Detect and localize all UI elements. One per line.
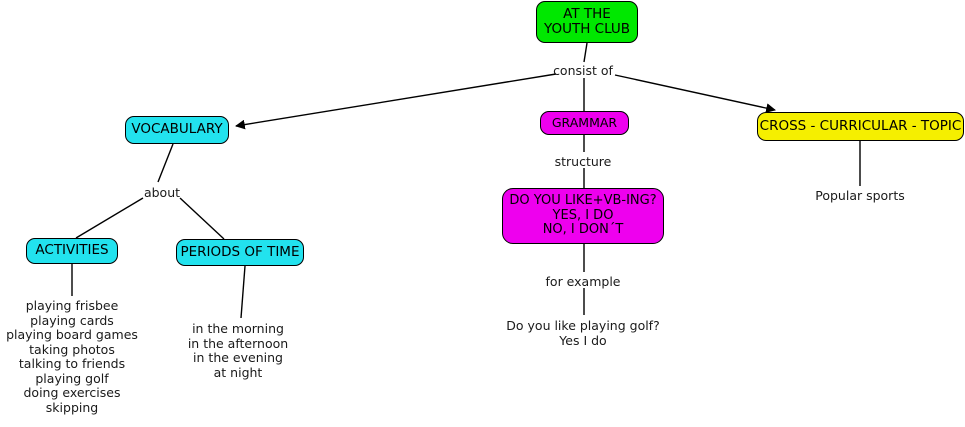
node-vocabulary[interactable]: VOCABULARY [125,116,229,144]
edge-root-to-consist [583,42,588,63]
node-root-line1: AT THE [563,5,611,22]
node-grammar-label: GRAMMAR [551,115,618,130]
node-root-line2: YOUTH CLUB [543,21,631,37]
node-periods-label: PERIODS OF TIME [180,243,300,260]
node-at-the-youth-club[interactable]: AT THE YOUTH CLUB [536,1,638,43]
node-activities-label: ACTIVITIES [35,242,109,259]
node-periods-of-time[interactable]: PERIODS OF TIME [176,239,304,266]
edge-label-for-example: for example [545,274,621,289]
node-structure-line1: DO YOU LIKE+VB-ING? [509,193,657,209]
leaf-line: playing cards [30,312,114,328]
edge-label-consist-of: consist of [553,63,613,78]
node-cross-curricular-topic[interactable]: CROSS - CURRICULAR - TOPIC [757,112,964,141]
leaf-line: playing board games [6,327,138,342]
edge-about-to-activities [75,197,144,239]
leaf-line: taking photos [29,341,115,357]
leaf-line: doing exercises [23,385,121,400]
leaf-line: Yes I do [559,332,607,348]
node-structure-line2: YES, I DO [552,207,614,223]
node-vocabulary-label: VOCABULARY [131,121,223,138]
leaf-line: talking to friends [18,356,126,371]
node-cross-topic-label: CROSS - CURRICULAR - TOPIC [759,117,962,134]
edge-about-to-periods [179,197,225,240]
edge-label-structure: structure [554,154,612,169]
leaf-line: at night [213,364,263,380]
edge-vocabulary-to-about [157,143,174,183]
edge-periods-to-list [240,265,246,319]
edge-consist-to-vocabulary [235,73,557,130]
leaf-line: playing frisbee [25,298,119,313]
leaf-grammar-example: Do you like playing golf?Yes I do [506,318,660,348]
leaf-line: playing golf [35,370,109,386]
node-grammar[interactable]: GRAMMAR [540,111,629,135]
edge-consist-to-cross-topic [614,74,776,113]
leaf-line: skipping [45,399,99,415]
node-activities[interactable]: ACTIVITIES [26,238,118,264]
leaf-line: in the evening [193,350,283,365]
leaf-line: Do you like playing golf? [506,318,660,333]
node-grammar-structure[interactable]: DO YOU LIKE+VB-ING? YES, I DO NO, I DON´… [502,188,664,244]
leaf-line: in the morning [192,321,284,336]
leaf-line: in the afternoon [187,335,289,351]
node-structure-line3: NO, I DON´T [542,222,624,238]
edge-label-about: about [143,185,181,200]
leaf-popular-sports: Popular sports [815,188,905,203]
